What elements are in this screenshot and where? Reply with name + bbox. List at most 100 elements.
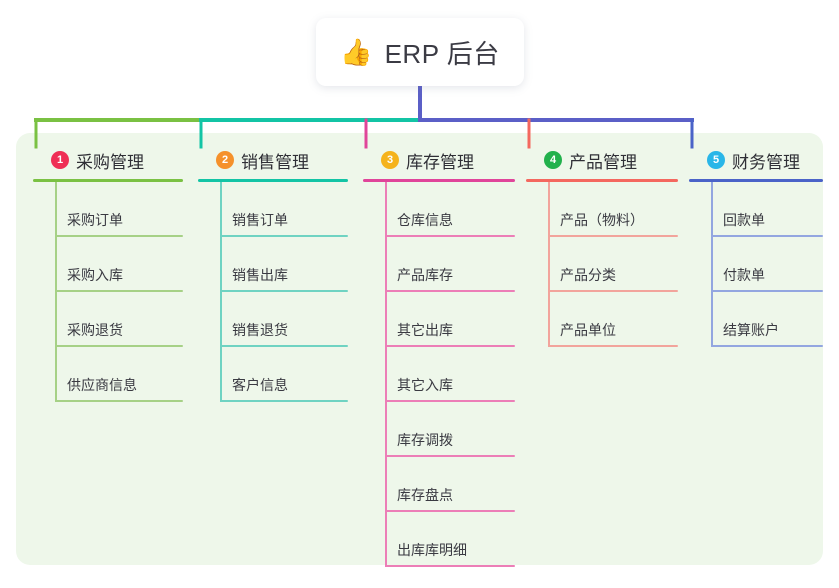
leaf-label: 产品库存 [397,267,453,283]
leaf-underline [385,510,515,512]
leaf-label: 库存调拨 [397,432,453,448]
leaf-item[interactable]: 供应商信息 [55,347,183,402]
leaf-item[interactable]: 结算账户 [711,292,823,347]
leaf-underline [385,345,515,347]
leaf-item[interactable]: 付款单 [711,237,823,292]
leaf-list: 产品（物料） 产品分类产品单位 [526,182,678,347]
leaf-label: 销售订单 [232,212,288,228]
leaf-item[interactable]: 采购订单 [55,182,183,237]
leaf-underline [220,290,348,292]
leaf-list: 仓库信息产品库存其它出库其它入库库存调拨库存盘点出库库明细 [363,182,515,567]
leaf-underline [548,235,678,237]
leaf-underline [55,400,183,402]
branch-header-3[interactable]: 3 库存管理 [363,147,515,173]
leaf-item[interactable]: 仓库信息 [385,182,515,237]
leaf-underline [385,565,515,567]
branch-3: 3 库存管理仓库信息产品库存其它出库其它入库库存调拨库存盘点出库库明细 [363,147,515,567]
leaf-item[interactable]: 客户信息 [220,347,348,402]
branch-underline [198,179,348,182]
branch-1: 1 采购管理采购订单采购入库采购退货供应商信息 [33,147,183,402]
leaf-underline [385,235,515,237]
root-node[interactable]: 👍 ERP 后台 [316,18,524,86]
leaf-label: 采购退货 [67,322,123,338]
leaf-underline [711,290,823,292]
leaf-label: 付款单 [723,267,765,283]
branch-4: 4 产品管理产品（物料） 产品分类产品单位 [526,147,678,347]
leaf-underline [55,290,183,292]
leaf-spine [55,182,57,402]
leaf-label: 其它出库 [397,322,453,338]
branch-2: 2 销售管理销售订单销售出库销售退货客户信息 [198,147,348,402]
leaf-label: 供应商信息 [67,377,137,393]
leaf-spine [711,182,713,347]
branch-header-4[interactable]: 4 产品管理 [526,147,678,173]
leaf-item[interactable]: 回款单 [711,182,823,237]
leaf-underline [55,345,183,347]
leaf-underline [548,290,678,292]
branch-underline [526,179,678,182]
thumbs-up-icon: 👍 [340,37,373,67]
leaf-label: 销售退货 [232,322,288,338]
leaf-label: 销售出库 [232,267,288,283]
leaf-item[interactable]: 产品（物料） [548,182,678,237]
leaf-label: 其它入库 [397,377,453,393]
leaf-underline [220,400,348,402]
leaf-label: 回款单 [723,212,765,228]
leaf-list: 采购订单采购入库采购退货供应商信息 [33,182,183,402]
branch-header-2[interactable]: 2 销售管理 [198,147,348,173]
leaf-label: 出库库明细 [397,542,467,558]
leaf-label: 仓库信息 [397,212,453,228]
leaf-spine [220,182,222,402]
leaf-label: 产品分类 [560,267,616,283]
leaf-item[interactable]: 产品分类 [548,237,678,292]
leaf-underline [548,345,678,347]
leaf-item[interactable]: 产品单位 [548,292,678,347]
leaf-item[interactable]: 采购入库 [55,237,183,292]
leaf-item[interactable]: 库存调拨 [385,402,515,457]
leaf-label: 库存盘点 [397,487,453,503]
leaf-underline [220,235,348,237]
branch-label: 销售管理 [241,152,309,172]
leaf-item[interactable]: 销售退货 [220,292,348,347]
leaf-underline [711,345,823,347]
branch-number-badge: 4 [544,151,562,169]
leaf-label: 采购订单 [67,212,123,228]
branch-label: 采购管理 [76,152,144,172]
branch-header-1[interactable]: 1 采购管理 [33,147,183,173]
branch-number-badge: 3 [381,151,399,169]
leaf-underline [385,455,515,457]
leaf-item[interactable]: 产品库存 [385,237,515,292]
leaf-label: 结算账户 [723,322,779,338]
diagram-panel [16,133,823,565]
leaf-item[interactable]: 采购退货 [55,292,183,347]
leaf-underline [220,345,348,347]
leaf-spine [385,182,387,567]
root-title: ERP 后台 [384,38,500,69]
leaf-label: 产品（物料） [560,212,644,228]
branch-number-badge: 5 [707,151,725,169]
leaf-underline [55,235,183,237]
leaf-item[interactable]: 销售出库 [220,237,348,292]
branch-underline [363,179,515,182]
branch-5: 5 财务管理回款单付款单结算账户 [689,147,823,347]
leaf-underline [385,400,515,402]
branch-label: 财务管理 [732,152,800,172]
branch-label: 库存管理 [406,152,474,172]
leaf-label: 产品单位 [560,322,616,338]
branch-number-badge: 1 [51,151,69,169]
leaf-list: 销售订单销售出库销售退货客户信息 [198,182,348,402]
leaf-item[interactable]: 出库库明细 [385,512,515,567]
leaf-item[interactable]: 库存盘点 [385,457,515,512]
leaf-item[interactable]: 其它入库 [385,347,515,402]
leaf-list: 回款单付款单结算账户 [689,182,823,347]
leaf-item[interactable]: 销售订单 [220,182,348,237]
leaf-spine [548,182,550,347]
leaf-label: 采购入库 [67,267,123,283]
branch-header-5[interactable]: 5 财务管理 [689,147,823,173]
branch-number-badge: 2 [216,151,234,169]
leaf-underline [711,235,823,237]
leaf-item[interactable]: 其它出库 [385,292,515,347]
branch-label: 产品管理 [569,152,637,172]
branch-underline [33,179,183,182]
